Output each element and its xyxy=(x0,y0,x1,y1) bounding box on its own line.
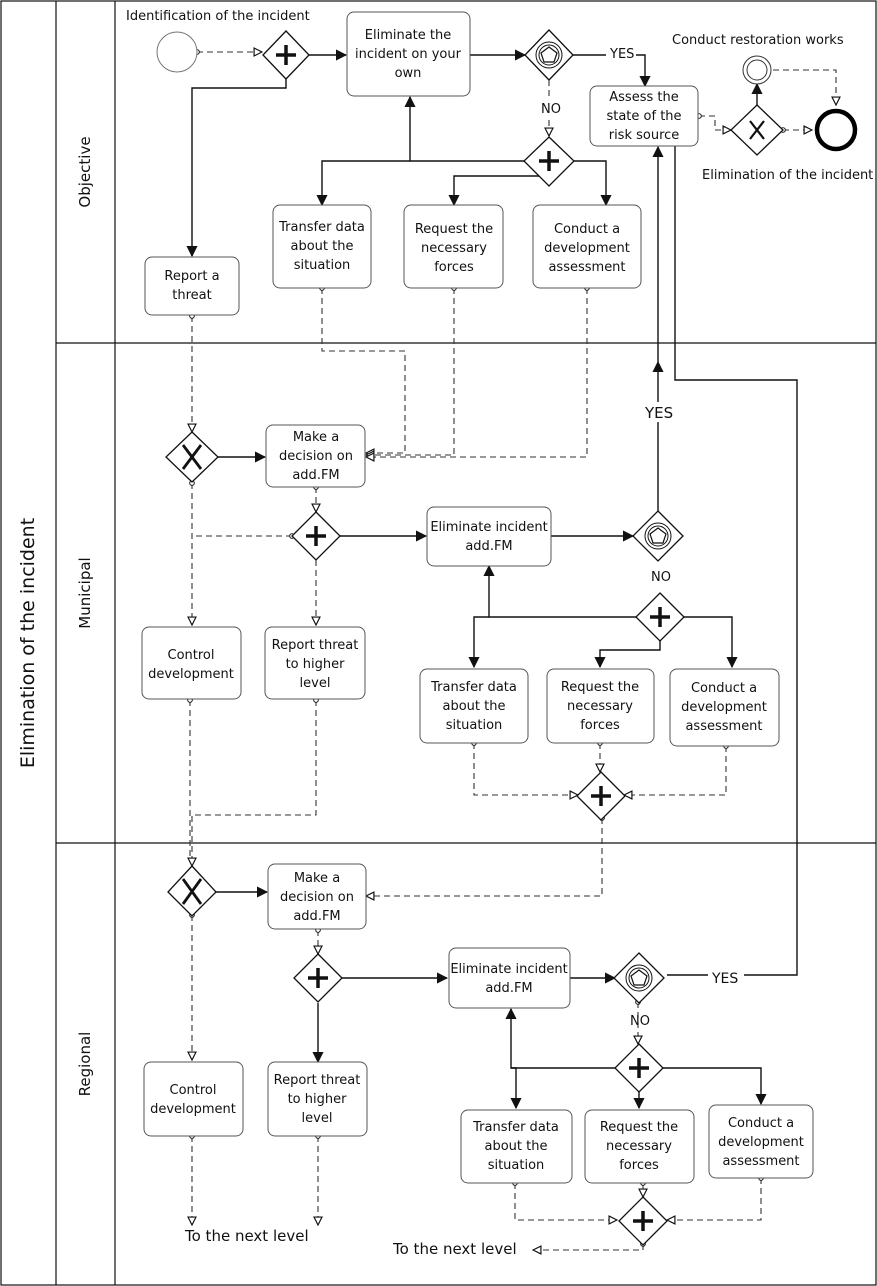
start-event-label: Identification of the incident xyxy=(126,9,310,24)
no-label-regional: NO xyxy=(630,1014,650,1029)
start-event xyxy=(156,31,198,73)
event-gateway-regional xyxy=(613,952,665,1004)
intermediate-event-restoration xyxy=(742,55,772,85)
parallel-gateway-regional-join xyxy=(618,1196,668,1246)
exclusive-gateway-municipal xyxy=(165,431,219,483)
lane-label-municipal: Municipal xyxy=(76,557,94,628)
yes-label-municipal: YES xyxy=(644,404,673,422)
parallel-gateway-municipal-join xyxy=(576,771,626,821)
event-gateway-objective xyxy=(524,29,574,81)
event-gateway-municipal xyxy=(632,510,684,562)
parallel-gateway-municipal-split xyxy=(291,511,341,561)
pool-title: Elimination of the incident xyxy=(17,518,39,768)
exclusive-gateway-regional xyxy=(167,865,217,917)
next-level-label-right: To the next level xyxy=(392,1240,517,1258)
lane-label-objective: Objective xyxy=(76,136,94,207)
cross-lane-flows xyxy=(192,288,587,457)
municipal-flows xyxy=(190,145,798,976)
parallel-gateway-start xyxy=(262,30,310,80)
lane-label-regional: Regional xyxy=(76,1032,94,1097)
parallel-gateway-municipal-forces xyxy=(635,592,685,642)
parallel-gateway-objective xyxy=(523,136,575,187)
exclusive-gateway-objective xyxy=(730,104,784,156)
no-label-objective: NO xyxy=(541,102,561,117)
no-label-municipal: NO xyxy=(651,570,671,585)
yes-label-objective: YES xyxy=(609,47,634,62)
end-event xyxy=(814,108,858,152)
parallel-gateway-regional-split xyxy=(293,953,343,1003)
restoration-label: Conduct restoration works xyxy=(672,33,844,48)
next-level-label-left: To the next level xyxy=(184,1227,309,1245)
end-event-label: Elimination of the incident xyxy=(702,168,873,183)
regional-flows xyxy=(192,886,767,1250)
yes-label-regional: YES xyxy=(711,971,738,987)
parallel-gateway-regional-forces xyxy=(614,1043,664,1093)
